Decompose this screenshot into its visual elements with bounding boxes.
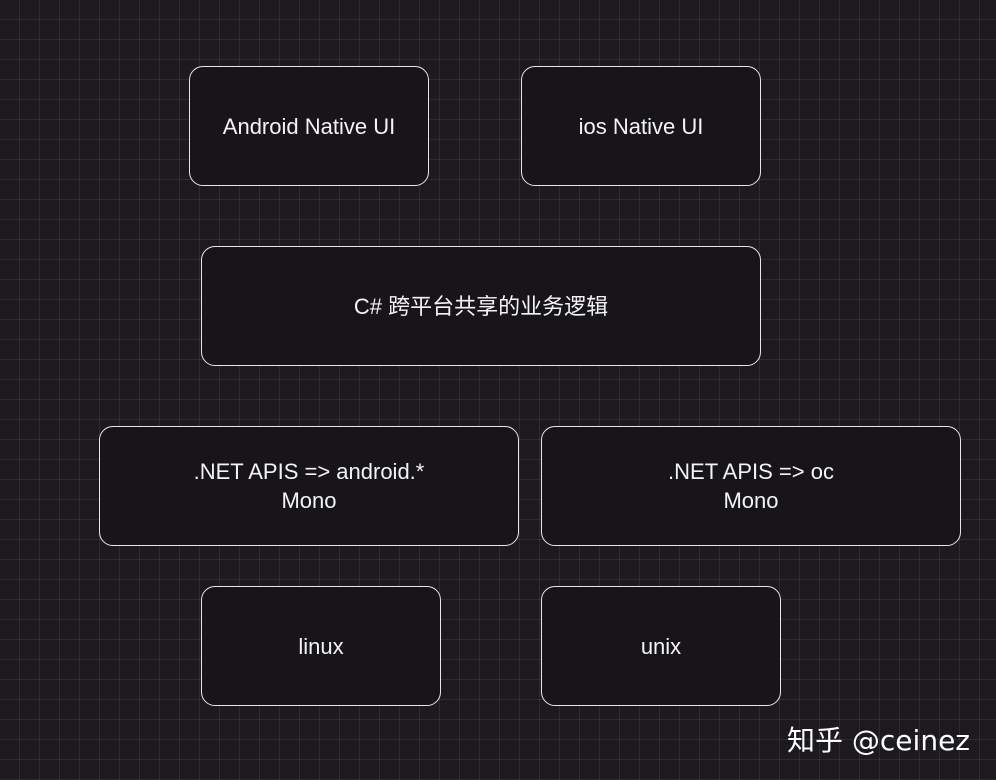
node-label-line2: Mono: [723, 488, 779, 513]
node-label: Android Native UI: [222, 113, 396, 139]
node-label: linux: [298, 633, 344, 659]
node-label-line1: .NET APIS => oc: [668, 459, 834, 484]
node-label: unix: [640, 633, 682, 659]
node-label: C# 跨平台共享的业务逻辑: [353, 293, 609, 319]
watermark: 知乎 @ceinez: [787, 724, 970, 757]
node-net-apis-android[interactable]: .NET APIS => android.* Mono: [99, 426, 519, 546]
node-label-line1: .NET APIS => android.*: [193, 459, 425, 484]
node-net-apis-oc[interactable]: .NET APIS => oc Mono: [541, 426, 961, 546]
node-label-line2: Mono: [281, 488, 337, 513]
node-android-native-ui[interactable]: Android Native UI: [189, 66, 429, 186]
node-unix[interactable]: unix: [541, 586, 781, 706]
node-linux[interactable]: linux: [201, 586, 441, 706]
node-label: ios Native UI: [578, 113, 704, 139]
node-shared-business-logic[interactable]: C# 跨平台共享的业务逻辑: [201, 246, 761, 366]
node-ios-native-ui[interactable]: ios Native UI: [521, 66, 761, 186]
